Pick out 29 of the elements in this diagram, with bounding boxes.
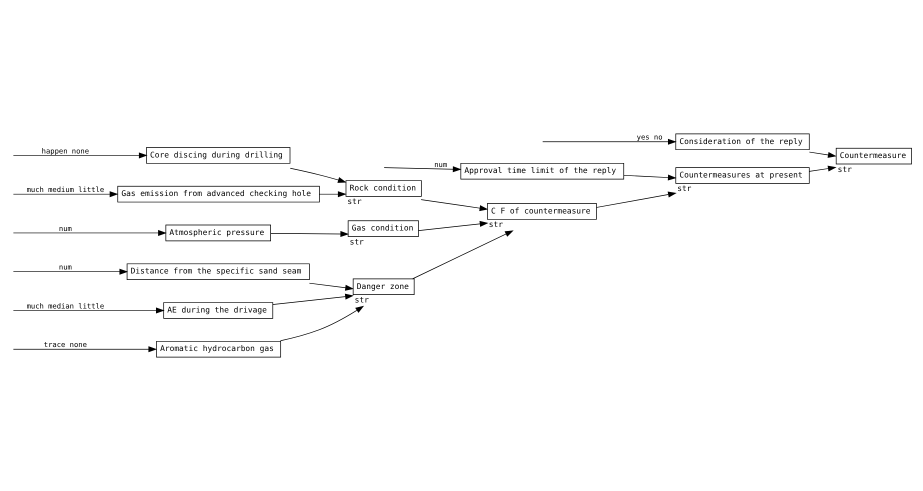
arrow xyxy=(542,138,676,145)
edge-label: num xyxy=(58,224,72,233)
arrow xyxy=(412,230,514,280)
arrow xyxy=(318,191,346,198)
arrow xyxy=(808,152,836,158)
edge-label: much median little xyxy=(26,301,104,310)
edge-label: much medium little xyxy=(26,185,104,194)
arrow xyxy=(12,152,148,158)
arrow xyxy=(383,166,461,172)
arrow xyxy=(280,306,364,342)
arrow xyxy=(12,191,118,198)
arrow xyxy=(12,230,166,236)
arrow xyxy=(622,174,676,181)
edge-label: yes no xyxy=(636,132,662,142)
arrow xyxy=(12,346,157,352)
arrow xyxy=(308,282,354,291)
arrow xyxy=(12,307,164,314)
arrow xyxy=(272,294,354,305)
arrow xyxy=(289,168,346,183)
edge-label: happen none xyxy=(41,146,89,156)
arrow xyxy=(418,220,488,231)
arrow xyxy=(270,230,349,238)
arrow xyxy=(596,192,676,208)
arrow xyxy=(12,268,128,275)
arrow xyxy=(420,199,488,212)
arrow xyxy=(808,166,836,172)
edge-label: trace none xyxy=(43,340,86,350)
edge-label: num xyxy=(434,160,447,169)
edge-label: num xyxy=(58,262,72,272)
